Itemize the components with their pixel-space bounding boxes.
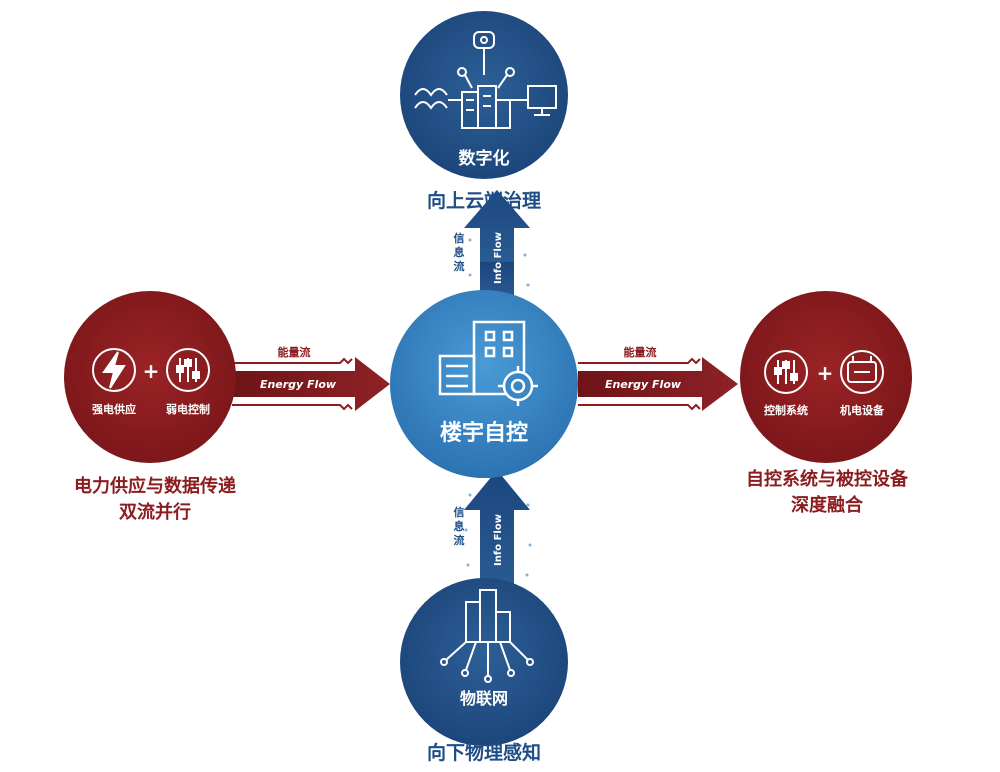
left-caption-line2: 双流并行 bbox=[119, 502, 191, 523]
top-inner-label: 数字化 bbox=[459, 148, 510, 169]
left-energy-flow-arrow bbox=[232, 357, 390, 411]
top-flow-en-label: Info Flow bbox=[493, 232, 504, 284]
right-control-circle bbox=[740, 291, 912, 463]
right-flow-cn-label: 能量流 bbox=[624, 345, 657, 359]
right-caption: 自控系统与被控设备 深度融合 bbox=[712, 467, 942, 519]
equipment-icon bbox=[840, 350, 884, 394]
right-flow-en-label: Energy Flow bbox=[605, 378, 682, 391]
right-energy-flow-arrow bbox=[578, 357, 738, 411]
top-flow-cn-label: 信息流 bbox=[453, 232, 465, 273]
left-item1-label: 强电供应 bbox=[92, 402, 136, 416]
iot-city-icon bbox=[440, 589, 534, 683]
right-caption-line2: 深度融合 bbox=[791, 495, 863, 516]
bottom-inner-label: 物联网 bbox=[460, 689, 508, 708]
center-label: 楼宇自控 bbox=[440, 420, 528, 446]
right-slider-control-icon bbox=[764, 350, 808, 394]
right-item1-label: 控制系统 bbox=[764, 403, 808, 417]
left-slider-control-icon bbox=[166, 348, 210, 392]
left-flow-cn-label: 能量流 bbox=[278, 345, 311, 359]
left-caption: 电力供应与数据传递 双流并行 bbox=[40, 474, 270, 526]
left-flow-en-label: Energy Flow bbox=[260, 378, 337, 391]
right-plus-sign: + bbox=[817, 361, 834, 385]
left-caption-line1: 电力供应与数据传递 bbox=[74, 476, 236, 497]
bottom-caption: 向下物理感知 bbox=[426, 742, 541, 764]
bottom-flow-cn-label: 信息流 bbox=[453, 506, 465, 547]
left-plus-sign: + bbox=[143, 359, 160, 383]
center-building-automation-circle bbox=[390, 290, 578, 478]
left-item2-label: 弱电控制 bbox=[166, 402, 210, 416]
bottom-info-flow-arrow bbox=[464, 470, 530, 590]
top-digital-circle bbox=[400, 11, 568, 179]
top-caption: 向上云端治理 bbox=[426, 190, 541, 212]
cloud-network-icon bbox=[414, 31, 557, 129]
building-gear-icon bbox=[438, 320, 538, 406]
lightning-icon bbox=[92, 348, 136, 392]
right-caption-line1: 自控系统与被控设备 bbox=[746, 469, 908, 490]
left-power-circle bbox=[64, 291, 236, 463]
bottom-iot-circle bbox=[400, 578, 568, 746]
right-item2-label: 机电设备 bbox=[840, 403, 885, 417]
bottom-flow-en-label: Info Flow bbox=[493, 514, 504, 566]
